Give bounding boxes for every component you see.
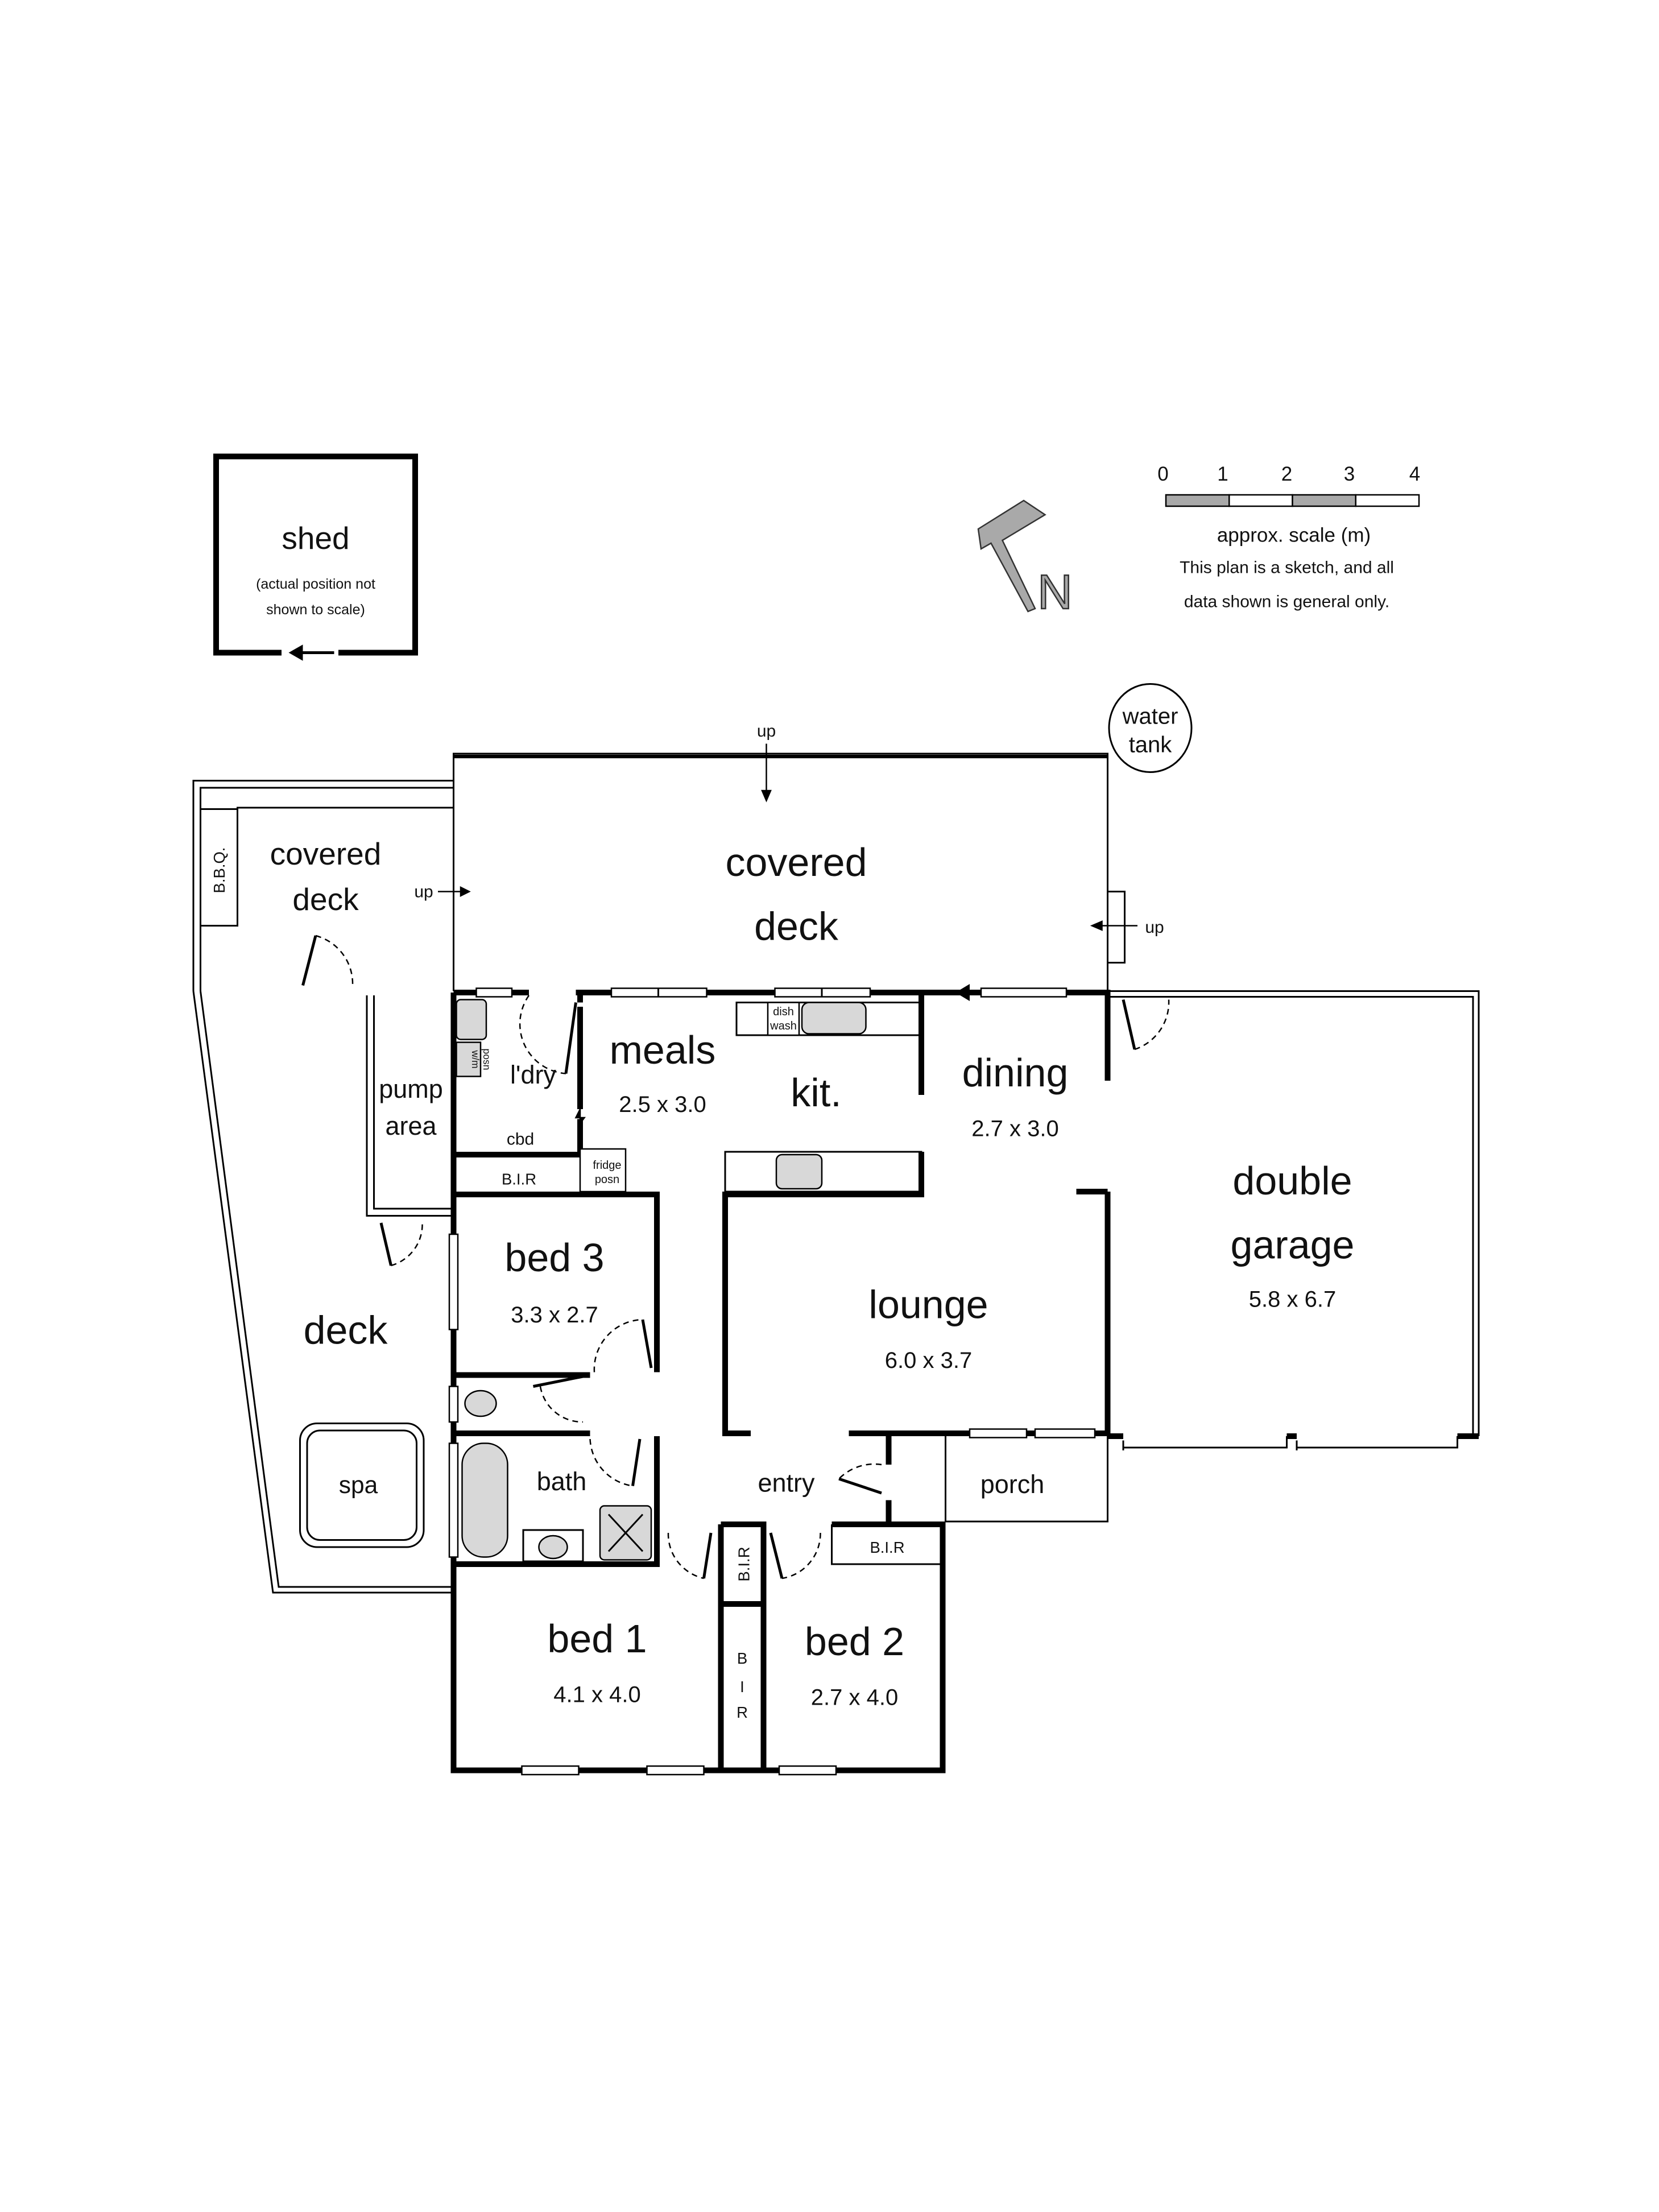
bed2-size: 2.7 x 4.0: [811, 1685, 898, 1710]
pump-area-label: area: [385, 1111, 437, 1140]
water-tank: water tank: [1108, 683, 1193, 774]
shed-note: (actual position not: [256, 576, 375, 592]
shed-note: shown to scale): [266, 602, 365, 618]
north-letter: N: [1037, 565, 1072, 619]
bir-label: R: [737, 1704, 748, 1721]
covered-deck-label: deck: [754, 904, 839, 949]
basin-icon: [538, 1535, 568, 1560]
covered-deck-left: B.B.Q. covered deck up: [192, 780, 471, 991]
dining-label: dining: [962, 1051, 1069, 1095]
entry-label: entry: [758, 1469, 815, 1498]
bed1-size: 4.1 x 4.0: [553, 1682, 640, 1707]
scale-tick: 2: [1281, 463, 1292, 485]
meals-size: 2.5 x 3.0: [619, 1092, 706, 1117]
water-tank-label: water: [1122, 704, 1178, 729]
washing-machine-icon: [456, 1041, 482, 1077]
scale-tick: 3: [1344, 463, 1355, 485]
bbq-label: B.B.Q.: [210, 847, 228, 894]
garage-label: double: [1232, 1159, 1352, 1203]
water-tank-label: tank: [1129, 733, 1173, 758]
house-walls: [448, 984, 1111, 1776]
disclaimer: This plan is a sketch, and all: [1180, 559, 1394, 577]
lounge-label: lounge: [868, 1283, 988, 1327]
deck-label: deck: [304, 1308, 388, 1353]
fridge-label: posn: [595, 1173, 619, 1186]
bir-label: B.I.R: [870, 1539, 904, 1556]
shed-label: shed: [282, 520, 349, 556]
fridge-icon: [579, 1148, 627, 1193]
room-labels: l'dry cbd B.I.R meals 2.5 x 3.0 kit. din…: [502, 1028, 1068, 1721]
laundry-label: l'dry: [510, 1060, 557, 1089]
island-bench: [724, 1151, 922, 1193]
bir-label: B: [737, 1649, 747, 1667]
shed-door-arrow-icon: [288, 644, 334, 661]
dishwasher-label: dish: [773, 1006, 794, 1018]
bed3-label: bed 3: [504, 1235, 604, 1280]
scale-bar: 0 1 2 3 4 approx. scale (m) This plan is…: [1157, 463, 1420, 611]
dining-size: 2.7 x 3.0: [971, 1117, 1058, 1142]
garage-label: garage: [1231, 1223, 1355, 1267]
covered-deck-label: deck: [292, 882, 359, 917]
bed1-label: bed 1: [547, 1616, 647, 1661]
pump-area-label: pump: [379, 1074, 443, 1103]
bir-label: B.I.R: [502, 1171, 536, 1188]
arrow-left-icon: [1090, 920, 1137, 931]
bir-label: I: [740, 1678, 744, 1696]
stairs-up-label: up: [757, 722, 776, 741]
bath-label: bath: [537, 1467, 587, 1496]
spa-label: spa: [339, 1472, 378, 1499]
bir-label: B.I.R: [735, 1547, 753, 1581]
dishwasher-label: wash: [769, 1020, 797, 1032]
covered-deck-label: covered: [725, 840, 867, 884]
lounge-size: 6.0 x 3.7: [885, 1348, 972, 1373]
fixtures: w/m posn dish wash fridge posn: [456, 999, 922, 1562]
double-garage: double garage 5.8 x 6.7: [1107, 990, 1480, 1451]
bathtub-icon: [461, 1442, 508, 1558]
doors: [519, 995, 882, 1580]
wm-label: w/m: [470, 1049, 481, 1068]
entry-arrow-icon: [955, 984, 970, 1001]
spa: [306, 1429, 417, 1541]
scale-tick: 4: [1409, 463, 1420, 485]
disclaimer: data shown is general only.: [1184, 593, 1389, 611]
shed: shed (actual position not shown to scale…: [213, 453, 418, 661]
stairs-up-label: up: [414, 883, 433, 902]
arrow-down-icon: [761, 743, 772, 803]
porch: porch: [944, 1436, 1108, 1523]
wm-label: posn: [481, 1049, 493, 1070]
toilet-icon: [464, 1390, 497, 1417]
kitchen-label: kit.: [791, 1070, 841, 1115]
north-arrow-icon: N: [977, 499, 1073, 620]
bed3-size: 3.3 x 2.7: [511, 1303, 598, 1328]
fridge-label: fridge: [593, 1159, 621, 1172]
bed2-label: bed 2: [805, 1619, 904, 1664]
dishwasher-icon: [767, 1002, 800, 1036]
stairs-up-label: up: [1145, 918, 1164, 937]
cbd-label: cbd: [507, 1130, 534, 1149]
scale-tick: 0: [1157, 463, 1168, 485]
covered-deck-label: covered: [270, 836, 382, 871]
porch-label: porch: [980, 1470, 1045, 1499]
sink-icon: [801, 1002, 867, 1035]
deck: spa deck pump area: [192, 991, 454, 1594]
meals-label: meals: [610, 1028, 716, 1072]
cooktop-icon: [775, 1153, 823, 1190]
covered-deck-main: up covered deck up: [452, 722, 1164, 991]
scale-tick: 1: [1217, 463, 1228, 485]
garage-size: 5.8 x 6.7: [1249, 1287, 1336, 1312]
scale-caption: approx. scale (m): [1217, 524, 1371, 547]
trough-icon: [456, 999, 487, 1040]
